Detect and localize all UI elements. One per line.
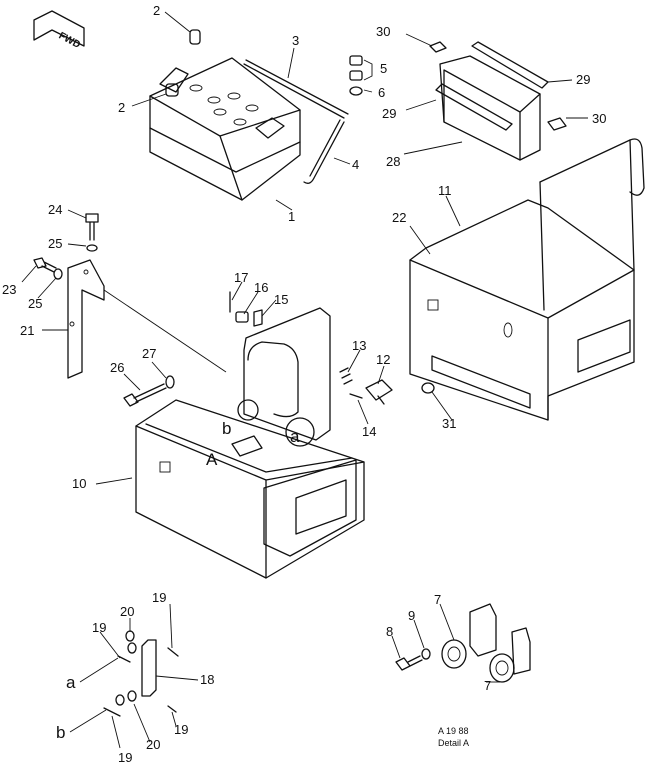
bolt-23 [33,257,57,273]
rail-left [435,83,513,131]
nut-16 [235,311,249,323]
letter-markers: A a b a b [56,419,300,742]
cable-assembly [231,399,315,457]
callout-19-top: 19 [152,590,166,605]
callout-20-bottom: 20 [146,737,160,752]
bolt-26 [123,383,167,407]
callout-25-lower: 25 [28,296,42,311]
callout-16: 16 [254,280,268,295]
washer [349,86,363,96]
callout-14: 14 [362,424,376,439]
callout-7-upper: 7 [434,592,441,607]
pin-14 [349,393,363,399]
detail-title: Detail A [438,738,469,748]
callout-31: 31 [442,416,456,431]
terminal-cover-top [189,29,201,45]
marker-b-box: b [222,419,231,438]
callout-7-lower: 7 [484,678,491,693]
callout-29-left: 29 [382,106,396,121]
rail-top [471,41,549,89]
bracket-18 [141,639,157,697]
spring-13 [339,367,353,385]
washer-27 [165,375,175,389]
callout-18: 18 [200,672,214,687]
callout-1: 1 [288,209,295,224]
switch-12 [365,379,393,405]
marker-a-detail: a [66,673,76,692]
callout-9: 9 [408,608,415,623]
callout-23: 23 [2,282,16,297]
callout-30-top: 30 [376,24,390,39]
callout-19-right: 19 [174,722,188,737]
callout-25-upper: 25 [48,236,62,251]
callout-24: 24 [48,202,62,217]
hold-down-rod [243,59,349,119]
bracket [67,259,105,379]
bolts-19 [103,647,179,717]
callout-28: 28 [386,154,400,169]
callout-27: 27 [142,346,156,361]
relay-lower [489,627,531,683]
detail-code: A 19 88 [438,726,469,736]
pad-right [547,117,567,131]
callout-19-bottom: 19 [118,750,132,763]
callout-20-top: 20 [120,604,134,619]
callout-6: 6 [378,85,385,100]
callout-5: 5 [380,61,387,76]
bolt-24 [85,213,99,241]
terminal-cover-left [165,83,179,97]
callout-15: 15 [274,292,288,307]
callout-29-right: 29 [576,72,590,87]
callout-12: 12 [376,352,390,367]
relay-upper [441,603,497,669]
leader-lines [21,11,588,749]
callout-30-right: 30 [592,111,606,126]
washer-25a [86,244,98,252]
callout-13: 13 [352,338,366,353]
battery [149,57,301,201]
callout-2-left: 2 [118,100,125,115]
washer-25b [53,268,63,280]
callout-22: 22 [392,210,406,225]
battery-box [135,307,365,579]
battery-tray [439,55,541,161]
marker-A: A [206,450,218,469]
callout-17: 17 [234,270,248,285]
callout-3: 3 [292,33,299,48]
callout-8: 8 [386,624,393,639]
washer-9 [421,648,431,660]
callout-26: 26 [110,360,124,375]
fwd-arrow-icon: FWD [33,10,85,51]
pad-top [429,41,447,53]
callout-10: 10 [72,476,86,491]
clip-15 [253,309,263,327]
bolt-8 [395,655,423,671]
washers-20 [115,630,137,706]
j-bolt [303,119,345,184]
callout-21: 21 [20,323,34,338]
marker-b-detail: b [56,723,65,742]
fwd-label: FWD [57,30,82,50]
callout-11: 11 [438,183,452,198]
callout-2-top: 2 [153,3,160,18]
marker-a-box: a [290,427,300,446]
cover-box [409,138,645,421]
callout-labels: 2 2 3 4 5 6 1 30 29 29 30 28 11 22 24 25… [2,3,606,763]
callout-19-left: 19 [92,620,106,635]
washer-31 [421,382,435,394]
callout-4: 4 [352,157,359,172]
nuts [349,55,363,81]
